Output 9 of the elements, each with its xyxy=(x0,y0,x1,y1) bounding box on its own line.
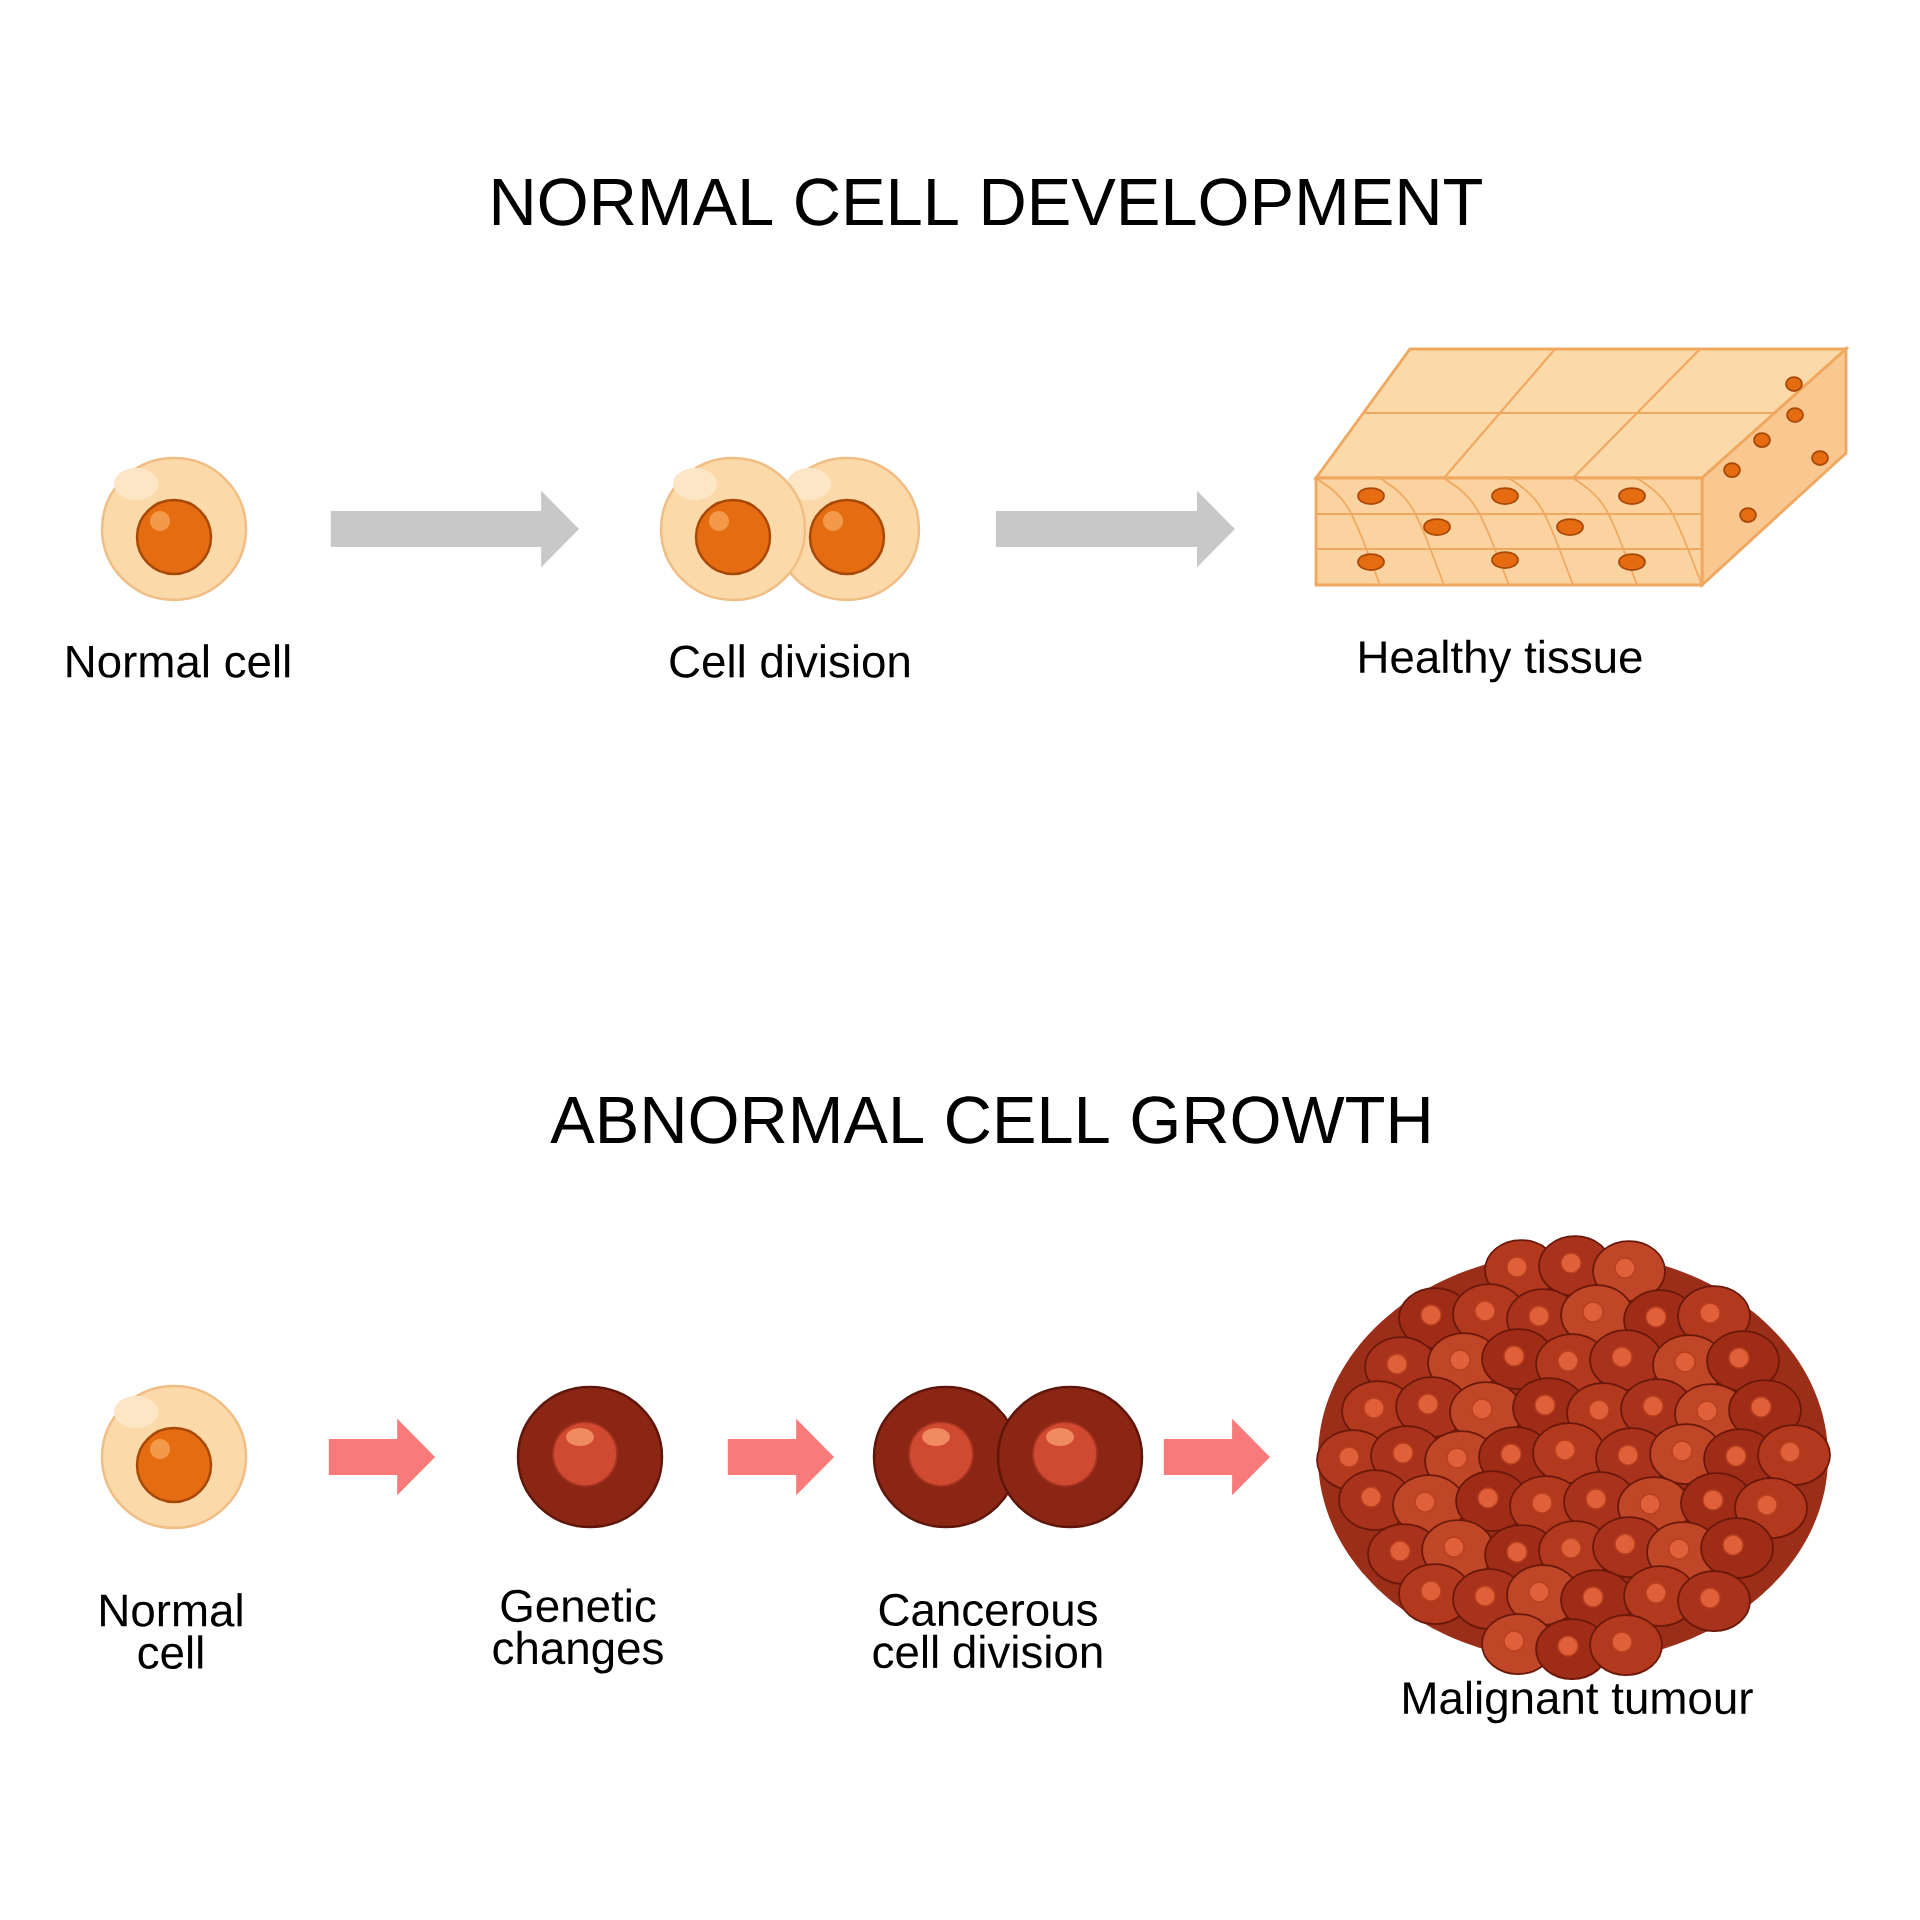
caption-text: Normal cell xyxy=(101,1593,242,1669)
caption-text: Genetic changes xyxy=(493,1588,663,1674)
caption-text: Healthy tissue xyxy=(1360,639,1642,683)
caption-text: Malignant tumour xyxy=(1404,1680,1753,1724)
section-heading: NORMAL CELL DEVELOPMENT xyxy=(493,178,1482,226)
caption-text: Normal cell xyxy=(67,644,290,678)
caption-text: Cell division xyxy=(670,644,909,678)
caption-text: Cancerous cell division xyxy=(873,1593,1102,1669)
section-heading: ABNORMAL CELL GROWTH xyxy=(550,1096,1429,1144)
